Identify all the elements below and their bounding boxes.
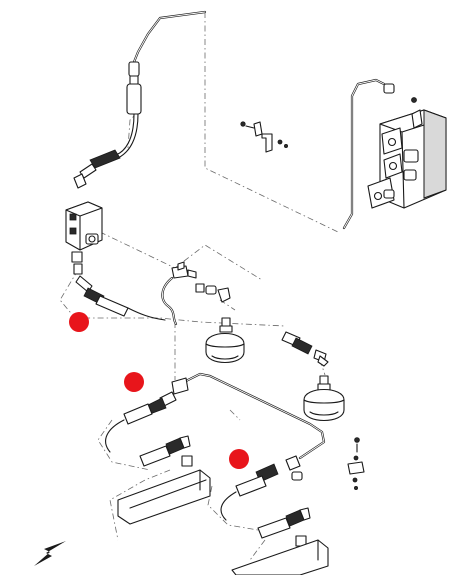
rigid-pipe-lower bbox=[171, 372, 326, 460]
callout-marker-2[interactable] bbox=[124, 372, 144, 392]
hose-assembly-2 bbox=[105, 391, 177, 453]
callout-markers bbox=[69, 312, 249, 469]
valve-manifold bbox=[367, 109, 447, 209]
elbow-fitting bbox=[73, 173, 87, 189]
hose-assembly-3 bbox=[220, 455, 303, 521]
mounting-bracket-kit bbox=[240, 121, 288, 153]
cylinder-hose-right bbox=[231, 507, 329, 575]
hydraulic-cylinder-left bbox=[117, 469, 211, 525]
central-tee-fitting bbox=[161, 261, 197, 326]
pipe-end-fitting bbox=[383, 83, 395, 94]
callout-marker-3[interactable] bbox=[229, 449, 249, 469]
accumulator-lower bbox=[303, 375, 345, 421]
hose-assembly-upper-right bbox=[281, 331, 329, 367]
valve-port-nut bbox=[73, 263, 83, 275]
top-supply-line bbox=[73, 10, 207, 189]
cylinder-hose-left bbox=[117, 435, 211, 525]
pipe-tee bbox=[171, 377, 189, 395]
accumulator-upper bbox=[205, 317, 245, 363]
valve-block bbox=[65, 201, 103, 275]
hex-nut bbox=[129, 75, 139, 85]
hose-crimp bbox=[89, 149, 121, 169]
valve-port-fitting bbox=[71, 251, 83, 263]
callout-marker-1[interactable] bbox=[69, 312, 89, 332]
small-fittings-row bbox=[195, 283, 231, 303]
hose-end-fitting bbox=[126, 83, 142, 115]
right-supply-pipe bbox=[342, 78, 417, 230]
hydraulic-cylinder-right bbox=[231, 539, 329, 575]
hose-assembly-1 bbox=[75, 275, 166, 321]
hardware-stack bbox=[347, 437, 365, 490]
pipe-fitting bbox=[128, 61, 140, 77]
arrow-down-left-icon bbox=[34, 541, 66, 566]
cylinder-port-fitting-left bbox=[181, 455, 193, 467]
